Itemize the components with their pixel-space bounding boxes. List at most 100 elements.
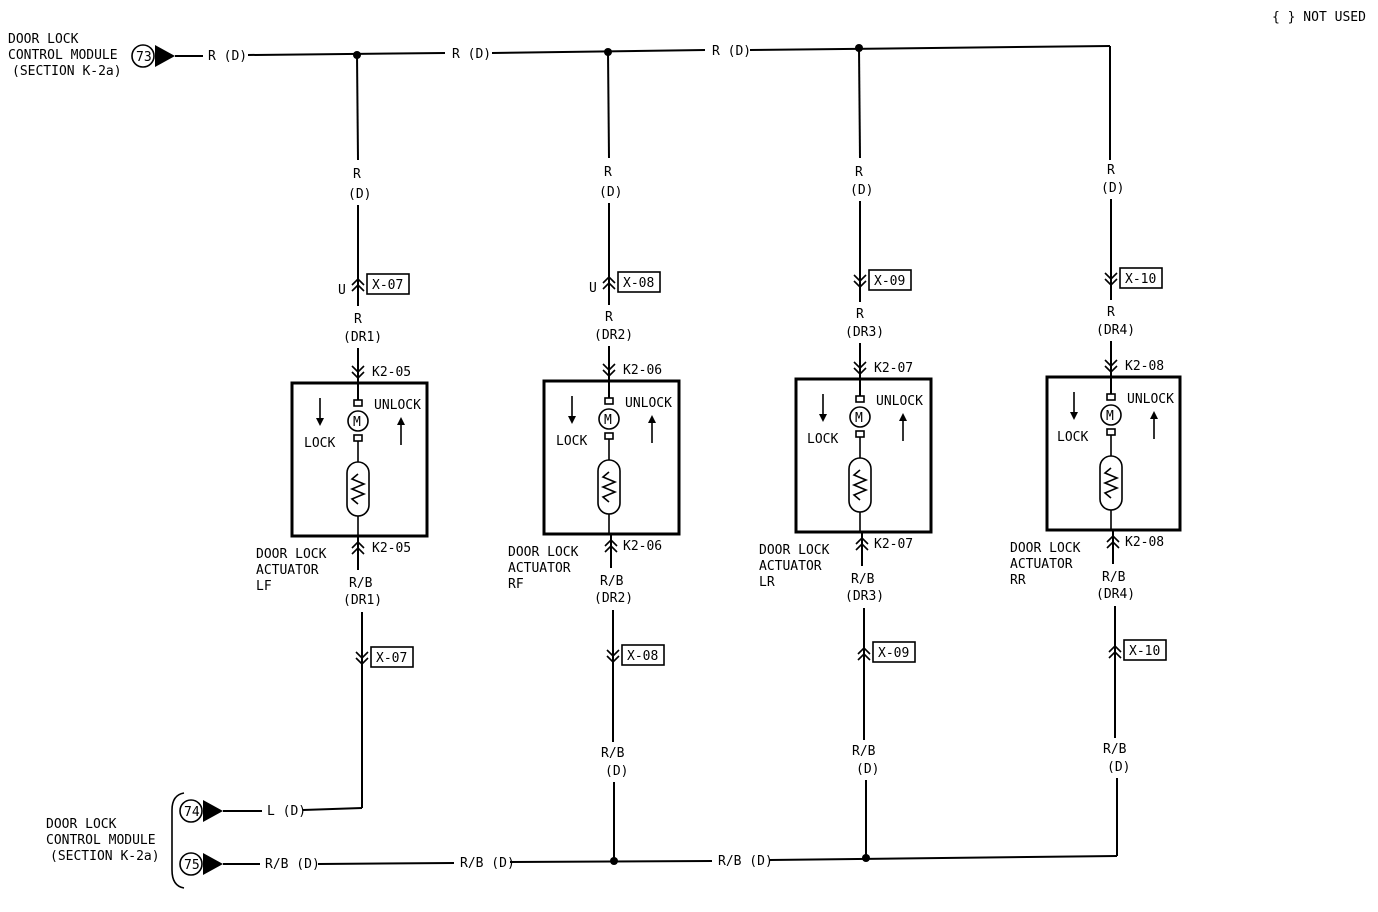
- terminal-73-circle: [131, 44, 155, 68]
- svg-text:R/B: R/B: [1103, 742, 1127, 757]
- svg-text:R/B: R/B: [851, 572, 875, 587]
- svg-text:R: R: [605, 310, 613, 325]
- svg-text:X-09: X-09: [874, 274, 905, 289]
- actuator-box-lf: [290, 381, 429, 538]
- terminal-73-label: 73: [136, 50, 152, 65]
- connector-x10-top: [1119, 267, 1163, 289]
- svg-text:(DR4): (DR4): [1096, 323, 1135, 338]
- svg-text:R/B (D): R/B (D): [265, 857, 320, 872]
- bottom-module: DOOR LOCK CONTROL MODULE (SECTION K-2a) …: [46, 792, 320, 889]
- svg-text:R: R: [604, 165, 612, 180]
- svg-text:(D): (D): [348, 187, 371, 202]
- top-bus-label-2: R (D): [712, 44, 751, 59]
- svg-text:M: M: [855, 411, 863, 426]
- svg-text:K2-08: K2-08: [1125, 535, 1164, 550]
- svg-text:L (D): L (D): [267, 804, 306, 819]
- svg-text:UNLOCK: UNLOCK: [625, 396, 672, 411]
- svg-text:DOOR LOCK: DOOR LOCK: [759, 543, 830, 558]
- motor-icon: [849, 406, 871, 428]
- svg-text:DOOR LOCK: DOOR LOCK: [256, 547, 327, 562]
- motor-icon: [347, 410, 369, 432]
- terminal-74-circle: [179, 799, 203, 823]
- svg-text:LOCK: LOCK: [556, 434, 587, 449]
- svg-text:(D): (D): [1101, 181, 1124, 196]
- svg-text:(D): (D): [1107, 760, 1130, 775]
- svg-text:X-10: X-10: [1129, 644, 1160, 659]
- connector-x09-top: [868, 269, 912, 291]
- svg-text:K2-05: K2-05: [372, 365, 411, 380]
- svg-text:R: R: [855, 165, 863, 180]
- actuator-column-rr: R (D) X-10 R (DR4) K2-08 LOCK M UNLOCK K…: [1010, 163, 1182, 856]
- svg-text:M: M: [353, 415, 361, 430]
- svg-text:R: R: [354, 312, 362, 327]
- splice-dot: [610, 857, 618, 865]
- svg-text:X-08: X-08: [627, 649, 658, 664]
- svg-text:75: 75: [184, 858, 200, 873]
- top-module-wire: R (D): [208, 49, 247, 64]
- svg-text:R: R: [353, 167, 361, 182]
- svg-text:(SECTION K-2a): (SECTION K-2a): [50, 849, 160, 864]
- svg-text:(DR1): (DR1): [343, 593, 382, 608]
- svg-text:M: M: [604, 413, 612, 428]
- svg-text:CONTROL MODULE: CONTROL MODULE: [46, 833, 156, 848]
- splice-dot: [862, 854, 870, 862]
- svg-text:X-09: X-09: [878, 646, 909, 661]
- top-module: DOOR LOCK CONTROL MODULE (SECTION K-2a) …: [8, 32, 247, 79]
- svg-text:RR: RR: [1010, 573, 1026, 588]
- svg-text:K2-06: K2-06: [623, 363, 662, 378]
- connector-x07-bottom: [370, 646, 414, 668]
- bottom-bus: R/B (D) R/B (D): [317, 854, 1118, 871]
- svg-text:(D): (D): [850, 183, 873, 198]
- svg-text:K2-06: K2-06: [623, 539, 662, 554]
- connector-x07-top: [366, 273, 410, 295]
- top-module-line1: DOOR LOCK: [8, 32, 79, 47]
- svg-text:LOCK: LOCK: [1057, 430, 1088, 445]
- svg-text:(DR4): (DR4): [1096, 587, 1135, 602]
- svg-text:R/B: R/B: [852, 744, 876, 759]
- svg-text:DOOR LOCK: DOOR LOCK: [508, 545, 579, 560]
- svg-text:R/B (D): R/B (D): [460, 856, 515, 871]
- svg-text:(D): (D): [605, 764, 628, 779]
- top-module-line2: CONTROL MODULE: [8, 48, 118, 63]
- svg-text:(DR2): (DR2): [594, 328, 633, 343]
- svg-text:74: 74: [184, 805, 200, 820]
- svg-text:ACTUATOR: ACTUATOR: [1010, 557, 1073, 572]
- svg-text:K2-08: K2-08: [1125, 359, 1164, 374]
- svg-text:UNLOCK: UNLOCK: [876, 394, 923, 409]
- svg-text:U: U: [338, 283, 346, 298]
- svg-text:(DR1): (DR1): [343, 330, 382, 345]
- svg-text:ACTUATOR: ACTUATOR: [759, 559, 822, 574]
- svg-text:ACTUATOR: ACTUATOR: [508, 561, 571, 576]
- svg-text:R/B: R/B: [349, 576, 373, 591]
- svg-text:K2-07: K2-07: [874, 361, 913, 376]
- svg-text:DOOR LOCK: DOOR LOCK: [46, 817, 117, 832]
- svg-text:LOCK: LOCK: [304, 436, 335, 451]
- svg-text:R: R: [856, 307, 864, 322]
- svg-text:K2-07: K2-07: [874, 537, 913, 552]
- svg-text:LF: LF: [256, 579, 272, 594]
- svg-text:(D): (D): [856, 762, 879, 777]
- svg-text:(DR3): (DR3): [845, 325, 884, 340]
- top-bus-label-1: R (D): [452, 47, 491, 62]
- motor-icon: [1100, 404, 1122, 426]
- svg-text:M: M: [1106, 409, 1114, 424]
- svg-text:DOOR LOCK: DOOR LOCK: [1010, 541, 1081, 556]
- actuator-column-rf: R (D) U X-08 R (DR2) K2-06 LOCK M UNLOCK…: [508, 51, 681, 860]
- svg-text:RF: RF: [508, 577, 524, 592]
- module-bracket: [171, 792, 185, 889]
- svg-text:R/B (D): R/B (D): [718, 854, 773, 869]
- svg-text:R/B: R/B: [601, 746, 625, 761]
- svg-text:UNLOCK: UNLOCK: [1127, 392, 1174, 407]
- svg-text:K2-05: K2-05: [372, 541, 411, 556]
- top-bus: R (D) R (D): [247, 44, 1111, 160]
- motor-icon: [598, 408, 620, 430]
- svg-text:LOCK: LOCK: [807, 432, 838, 447]
- connector-x09-bottom: [872, 641, 916, 663]
- svg-text:X-07: X-07: [376, 651, 407, 666]
- connector-x08-top: [617, 271, 661, 293]
- connector-x08-bottom: [621, 644, 665, 666]
- actuator-box-lr: [794, 377, 933, 534]
- svg-text:R: R: [1107, 305, 1115, 320]
- svg-text:X-10: X-10: [1125, 272, 1156, 287]
